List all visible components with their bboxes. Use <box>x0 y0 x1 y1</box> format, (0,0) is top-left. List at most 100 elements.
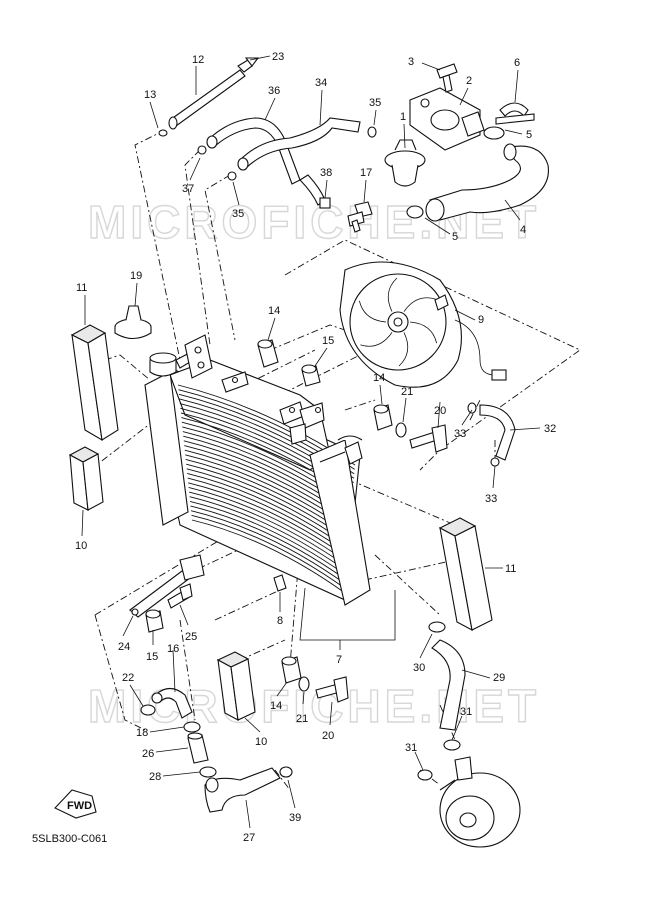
collar-14-lower <box>281 656 302 684</box>
radiator-fin <box>191 519 346 594</box>
callout-7: 7 <box>336 654 342 666</box>
pipe-26 <box>187 732 209 764</box>
washer-21-mid <box>395 422 407 438</box>
hose-34 <box>227 117 377 209</box>
hose-16 <box>151 687 193 719</box>
rubber-pad-11-right <box>438 517 493 632</box>
fan-blade <box>358 300 387 323</box>
callout-26: 26 <box>142 748 154 760</box>
rubber-pad-10-lower <box>216 651 256 721</box>
callout-11-right: 11 <box>505 563 516 575</box>
radiator-fin <box>188 482 349 559</box>
collar-14-top <box>257 339 279 368</box>
clamp-39 <box>279 766 293 778</box>
callout-30: 30 <box>413 662 425 674</box>
callout-21-lower: 21 <box>296 713 308 725</box>
callout-32: 32 <box>544 423 556 435</box>
callout-9: 9 <box>478 314 484 326</box>
radiator-fin <box>187 477 349 554</box>
callout-24: 24 <box>118 641 130 653</box>
callout-20-mid: 20 <box>434 405 446 417</box>
clamp-31 <box>417 739 461 781</box>
callout-5-top: 5 <box>526 129 532 141</box>
callout-12: 12 <box>192 54 204 66</box>
radiator-fin <box>188 491 348 567</box>
callout-21-mid: 21 <box>401 386 413 398</box>
callout-38: 38 <box>320 167 332 179</box>
callout-28: 28 <box>149 771 161 783</box>
callout-13: 13 <box>144 89 156 101</box>
callout-22: 22 <box>122 672 134 684</box>
callout-23: 23 <box>272 51 284 63</box>
callout-4: 4 <box>520 224 526 236</box>
radiator-cap-19 <box>114 305 152 340</box>
callout-2: 2 <box>466 75 472 87</box>
hose-27 <box>204 767 281 813</box>
radiator-fin <box>190 510 346 585</box>
callout-10-left: 10 <box>75 540 87 552</box>
callout-27: 27 <box>243 832 255 844</box>
callout-14-mid: 14 <box>373 372 385 384</box>
bolt-15-top <box>301 364 321 387</box>
callout-33-lower: 33 <box>485 493 497 505</box>
pipe-12 <box>158 57 260 137</box>
clamp-22 <box>140 704 156 716</box>
water-pump <box>439 756 521 848</box>
fan-blade <box>403 297 436 312</box>
radiator-fin <box>189 500 347 576</box>
callout-17: 17 <box>360 167 372 179</box>
clamp-30 <box>428 621 446 633</box>
callout-8: 8 <box>277 615 283 627</box>
fan-blade <box>409 321 438 344</box>
fwd-label: FWD <box>67 800 92 812</box>
bolt-20-lower <box>315 676 349 703</box>
rubber-pad-10-left <box>68 446 104 511</box>
rubber-pad-11-left <box>70 324 119 442</box>
callout-14-top: 14 <box>268 305 280 317</box>
hose-29 <box>431 639 466 731</box>
radiator-fin <box>191 514 346 589</box>
bolt-25 <box>167 583 193 609</box>
hose-36 <box>197 117 301 185</box>
callout-10-lower: 10 <box>255 736 267 748</box>
radiator-right-tank <box>309 435 371 606</box>
clamp-28 <box>199 766 217 778</box>
callout-20-lower: 20 <box>322 730 334 742</box>
radiator-fin <box>190 505 347 581</box>
collar-14-mid <box>373 404 393 431</box>
radiator-brackets <box>184 334 325 445</box>
bracket-24 <box>129 554 205 618</box>
callout-1: 1 <box>400 111 406 123</box>
callout-39: 39 <box>289 812 301 824</box>
callout-11-left: 11 <box>76 282 87 294</box>
clip-38 <box>319 197 331 209</box>
radiator-fin <box>189 496 347 572</box>
thermostat-housing <box>409 63 485 151</box>
callout-33-top: 33 <box>454 428 466 440</box>
clamp-18 <box>183 721 201 733</box>
callout-34: 34 <box>315 77 327 89</box>
thermostat-1 <box>384 139 426 187</box>
callout-35-mid: 35 <box>232 208 244 220</box>
callout-14-lower: 14 <box>270 700 282 712</box>
callout-31-lower: 31 <box>405 742 417 754</box>
callout-31-upper: 31 <box>460 706 472 718</box>
clip-8 <box>273 574 287 592</box>
fan-blade <box>398 332 409 367</box>
callout-18: 18 <box>136 727 148 739</box>
fan-blade <box>387 277 398 312</box>
callout-25: 25 <box>185 631 197 643</box>
callout-35-top: 35 <box>369 97 381 109</box>
callout-6: 6 <box>514 57 520 69</box>
fan-blade <box>360 332 393 347</box>
callout-15-top: 15 <box>322 335 334 347</box>
fan-assembly-9 <box>339 261 507 388</box>
callout-5-mid: 5 <box>452 231 458 243</box>
radiator-fin <box>188 486 348 563</box>
washer-21-lower <box>298 676 310 692</box>
callout-15-lower: 15 <box>146 651 158 663</box>
callout-3: 3 <box>408 56 414 68</box>
leader-lines <box>81 55 541 829</box>
callouts: 12 23 13 36 34 35 37 35 38 17 3 2 1 6 5 … <box>75 51 556 844</box>
